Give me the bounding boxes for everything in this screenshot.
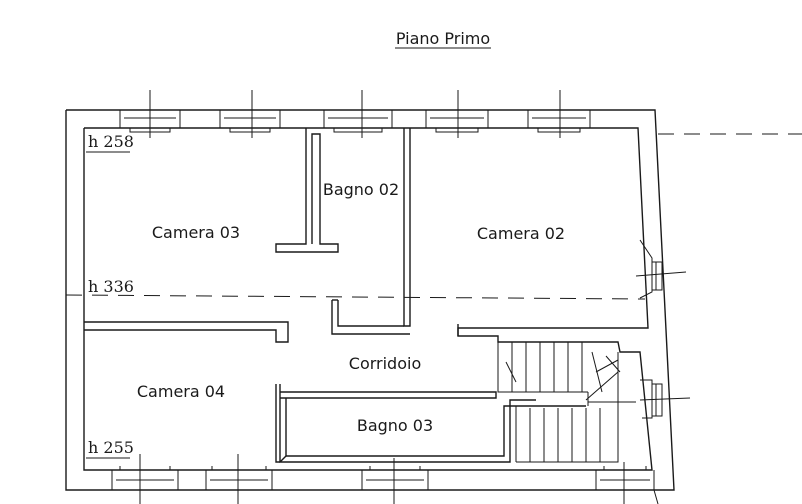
right-windows (635, 239, 691, 419)
room-label-camera-02: Camera 02 (477, 224, 565, 243)
room-label-corridoio: Corridoio (349, 354, 421, 373)
room-label-bagno-02: Bagno 02 (323, 180, 399, 199)
plan-title: Piano Primo (396, 29, 490, 48)
room-label-camera-04: Camera 04 (137, 382, 225, 401)
height-label-camera-04: h 255 (88, 438, 134, 457)
top-windows (119, 110, 591, 133)
interior-walls (84, 128, 586, 463)
staircase (497, 342, 636, 463)
bottom-windows (111, 466, 655, 490)
section-lines (65, 133, 802, 300)
bottom-window-axes (139, 454, 659, 504)
height-label-camera-03: h 258 (88, 132, 134, 151)
top-window-axes (149, 90, 561, 138)
room-label-camera-03: Camera 03 (152, 223, 240, 242)
room-label-bagno-03: Bagno 03 (357, 416, 433, 435)
height-label-section: h 336 (88, 277, 134, 296)
